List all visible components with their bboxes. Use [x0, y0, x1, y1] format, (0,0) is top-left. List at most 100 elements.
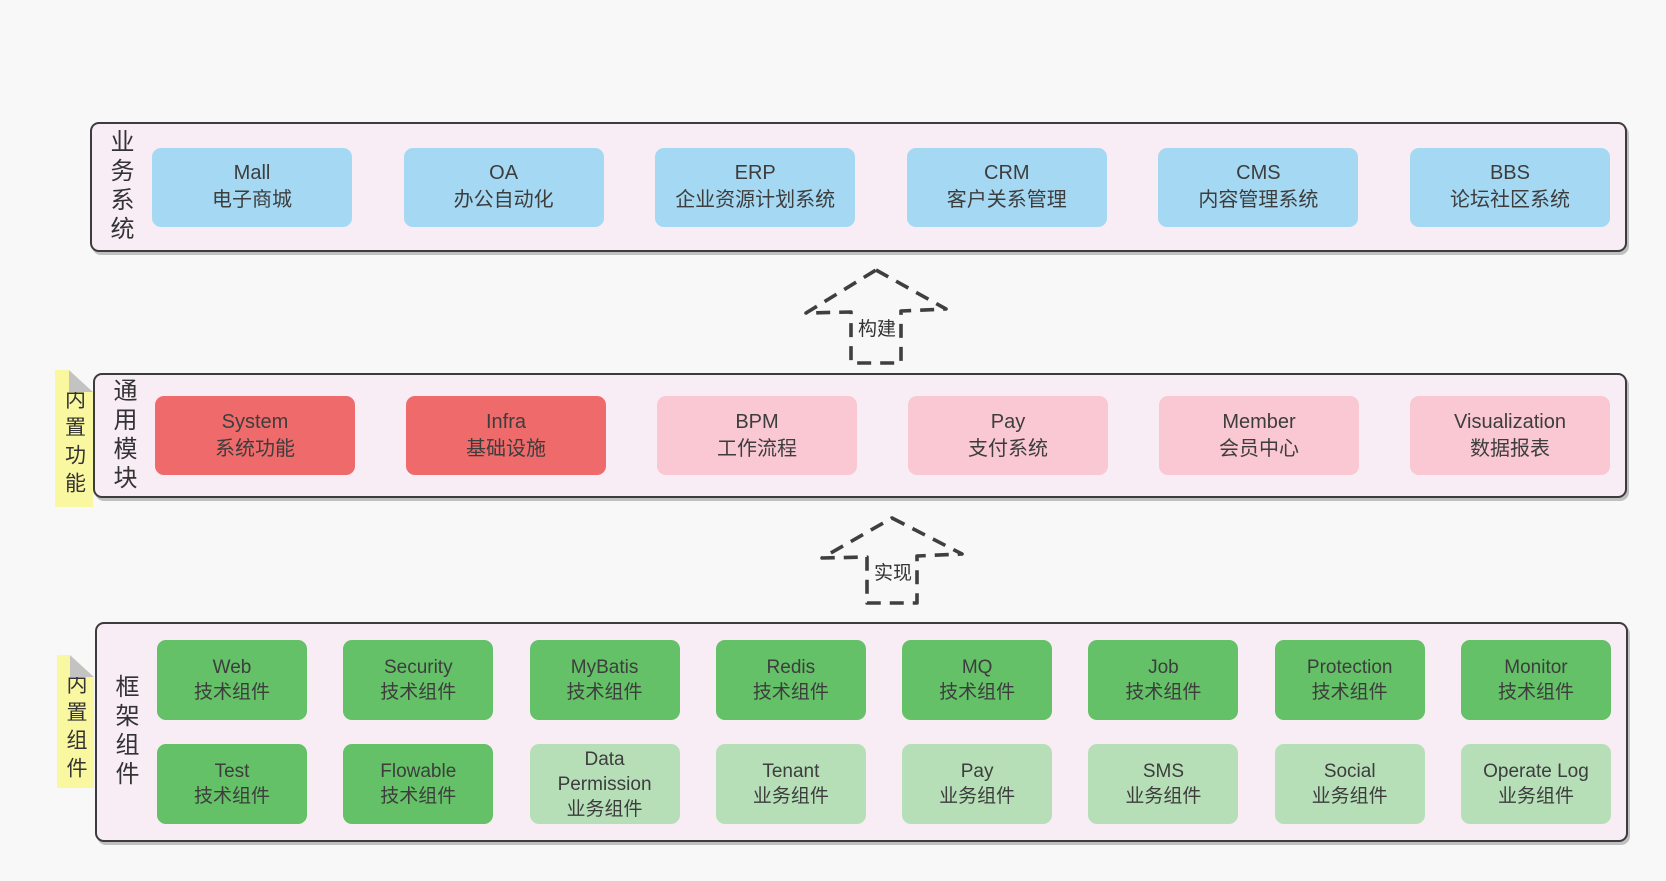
box-subtitle: 论坛社区系统 [1449, 189, 1570, 211]
tech-components-row: Web 技术组件 Security 技术组件 MyBatis 技术组件 Redi… [157, 640, 1611, 720]
box-subtitle: 技术组件 [566, 682, 643, 703]
box-subtitle: 办公自动化 [453, 189, 554, 211]
box-subtitle: 技术组件 [1125, 682, 1202, 703]
common-modules-label: 通用模块 [109, 377, 136, 494]
implement-arrow [817, 514, 967, 608]
box-subtitle: 技术组件 [193, 682, 270, 703]
box-mall: Mall 电子商城 [152, 147, 352, 227]
framework-components-panel: 框架组件 Web 技术组件 Security 技术组件 MyBatis 技术组件… [95, 622, 1628, 842]
box-bpm: BPM 工作流程 [657, 396, 857, 475]
box-title: Visualization [1454, 410, 1566, 433]
box-title: Pay [990, 410, 1026, 433]
box-title: OA [489, 162, 519, 184]
built-in-features-label: 内置功能 [62, 388, 86, 500]
box-subtitle: 技术组件 [380, 682, 457, 703]
business-systems-label: 业务系统 [106, 129, 133, 245]
box-title: Test [214, 761, 250, 782]
box-visualization: Visualization 数据报表 [1410, 396, 1610, 475]
box-title: BBS [1489, 162, 1530, 184]
box-title: Tenant [762, 761, 820, 782]
box-title: SMS [1142, 761, 1184, 782]
build-arrow-label: 构建 [855, 312, 900, 343]
box-subtitle: 会员中心 [1219, 437, 1299, 460]
framework-components-label: 框架组件 [111, 674, 138, 790]
box-title: MQ [961, 657, 993, 678]
box-title: Protection [1306, 657, 1393, 678]
business-systems-panel: 业务系统 Mall 电子商城 OA 办公自动化 ERP 企业资源计划系统 CRM… [90, 122, 1627, 252]
box-subtitle: 技术组件 [380, 786, 457, 807]
box-title: Pay [960, 761, 994, 782]
box-subtitle: 基础设施 [466, 437, 546, 460]
box-bbs: BBS 论坛社区系统 [1409, 147, 1610, 227]
framework-components-grid: Web 技术组件 Security 技术组件 MyBatis 技术组件 Redi… [136, 640, 1626, 824]
box-subtitle: 技术组件 [752, 682, 829, 703]
box-title: Operate Log [1483, 761, 1589, 782]
box-social: Social 业务组件 [1274, 744, 1425, 824]
box-title: Flowable [380, 761, 457, 782]
box-subtitle: 业务组件 [1125, 786, 1202, 807]
box-crm: CRM 客户关系管理 [906, 147, 1107, 227]
box-member: Member 会员中心 [1159, 396, 1359, 475]
box-title: BPM [735, 410, 779, 433]
box-pay-component: Pay 业务组件 [902, 744, 1053, 824]
box-subtitle: 电子商城 [212, 189, 292, 211]
box-title: Infra [485, 410, 527, 433]
sticky-fold-corner-icon [69, 370, 93, 392]
box-system: System 系统功能 [155, 396, 355, 475]
box-title: Redis [766, 657, 816, 678]
box-title: Monitor [1504, 657, 1568, 678]
box-infra: Infra 基础设施 [406, 396, 606, 475]
box-subtitle: 业务组件 [566, 798, 643, 820]
box-title: Job [1148, 657, 1179, 678]
box-operate-log: Operate Log 业务组件 [1460, 744, 1611, 824]
box-pay-module: Pay 支付系统 [908, 396, 1108, 475]
box-security: Security 技术组件 [343, 640, 494, 720]
box-subtitle: 业务组件 [1311, 786, 1388, 807]
box-title: Mall [233, 162, 271, 184]
box-mq: MQ 技术组件 [902, 640, 1053, 720]
box-title: MyBatis [570, 657, 639, 678]
box-subtitle: 客户关系管理 [946, 189, 1067, 211]
box-subtitle: 数据报表 [1470, 437, 1550, 460]
built-in-features-sticky: 内置功能 [55, 370, 93, 507]
box-title: System [221, 410, 289, 433]
box-subtitle: 企业资源计划系统 [675, 189, 836, 211]
box-monitor: Monitor 技术组件 [1460, 640, 1611, 720]
box-oa: OA 办公自动化 [403, 147, 604, 227]
box-subtitle: 技术组件 [193, 786, 270, 807]
box-erp: ERP 企业资源计划系统 [655, 147, 856, 227]
box-subtitle: 技术组件 [1497, 682, 1574, 703]
box-title: Data Permission [557, 748, 652, 795]
box-subtitle: 业务组件 [1497, 786, 1574, 807]
box-subtitle: 业务组件 [939, 786, 1016, 807]
business-systems-box-row: Mall 电子商城 OA 办公自动化 ERP 企业资源计划系统 CRM 客户关系… [131, 147, 1625, 227]
box-redis: Redis 技术组件 [715, 640, 866, 720]
box-subtitle: 技术组件 [939, 682, 1016, 703]
sticky-fold-corner-icon [70, 655, 94, 677]
box-sms: SMS 业务组件 [1088, 744, 1239, 824]
box-title: Security [383, 657, 453, 678]
box-subtitle: 系统功能 [215, 437, 295, 460]
box-data-permission: Data Permission 业务组件 [529, 744, 680, 824]
box-title: Web [212, 657, 252, 678]
box-subtitle: 支付系统 [968, 437, 1048, 460]
box-title: CMS [1236, 162, 1281, 184]
dashed-up-arrow-icon [820, 516, 964, 605]
common-modules-panel: 通用模块 System 系统功能 Infra 基础设施 BPM 工作流程 Pay… [93, 373, 1627, 498]
box-title: CRM [984, 162, 1030, 184]
box-cms: CMS 内容管理系统 [1158, 147, 1359, 227]
box-tenant: Tenant 业务组件 [715, 744, 866, 824]
common-modules-box-row: System 系统功能 Infra 基础设施 BPM 工作流程 Pay 支付系统… [134, 396, 1625, 475]
built-in-components-sticky: 内置组件 [57, 655, 94, 788]
box-subtitle: 内容管理系统 [1198, 189, 1319, 211]
box-subtitle: 工作流程 [717, 437, 797, 460]
implement-arrow-label: 实现 [871, 556, 916, 587]
box-subtitle: 业务组件 [752, 786, 829, 807]
biz-components-row: Test 技术组件 Flowable 技术组件 Data Permission … [157, 744, 1611, 824]
box-title: Member [1222, 410, 1296, 433]
box-subtitle: 技术组件 [1311, 682, 1388, 703]
box-test: Test 技术组件 [157, 744, 307, 824]
built-in-components-label: 内置组件 [64, 673, 87, 785]
box-web: Web 技术组件 [157, 640, 307, 720]
box-title: Social [1323, 761, 1376, 782]
